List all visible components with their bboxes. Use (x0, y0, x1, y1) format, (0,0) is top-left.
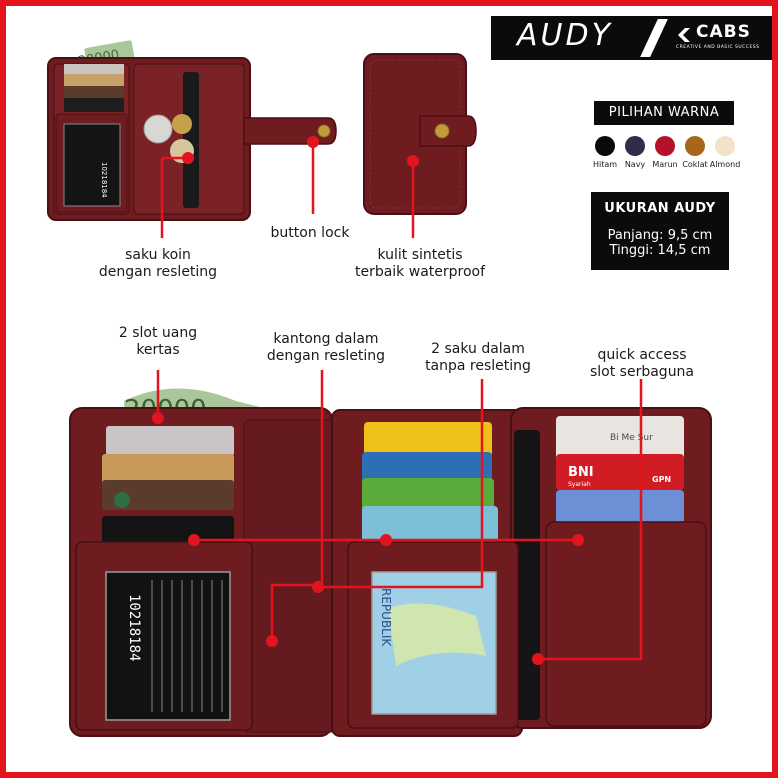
id-card-text: REPUBLIK (379, 588, 393, 647)
label-leather-line1: kulit sintetis (377, 247, 463, 263)
open-wallet-large: 20000 10218184 (69, 388, 712, 737)
label-cash-slots-line1: 2 slot uang (118, 325, 198, 341)
label-button-lock: button lock (250, 225, 370, 242)
label-leather: kulit sintetis terbaik waterproof (340, 247, 500, 281)
serial-text-small: 10218184 (100, 162, 108, 198)
bank-card-text: BNI (568, 465, 594, 480)
logo-text: CABS (696, 22, 751, 42)
label-coin-pocket: saku koin dengan resleting (68, 247, 248, 281)
label-inner-pocket-line2: dengan resleting (266, 348, 386, 364)
size-info: UKURAN AUDY Panjang: 9,5 cm Tinggi: 14,5… (591, 192, 729, 270)
swatch-marun (655, 136, 675, 156)
label-quick-access-line2: slot serbaguna (589, 364, 695, 380)
swatch-label-marun: Marun (652, 160, 678, 169)
open-wallet-small: 20000 10218184 (47, 40, 337, 221)
label-inner-pockets-line1: 2 saku dalam (431, 341, 525, 357)
logo-tagline: CREATIVE AND BASIC SUCCESS (676, 45, 760, 50)
label-cash-slots: 2 slot uang kertas (98, 325, 218, 359)
swatch-navy (625, 136, 645, 156)
gpn-text: GPN (652, 475, 671, 484)
label-cash-slots-line2: kertas (136, 342, 180, 358)
closed-wallet (363, 53, 477, 215)
dot-button-lock (307, 136, 319, 148)
label-inner-pockets-no-zip: 2 saku dalam tanpa resleting (408, 341, 548, 375)
label-inner-pockets-line2: tanpa resleting (425, 358, 531, 374)
label-coin-pocket-line1: saku koin (125, 247, 191, 263)
card-words-text: Bi Me Sur (610, 433, 653, 443)
label-coin-pocket-line2: dengan resleting (98, 264, 218, 280)
label-quick-access-line1: quick access (597, 347, 687, 363)
product-name: AUDY (517, 18, 613, 53)
dot-inner-pocket (266, 635, 278, 647)
color-options-title: PILIHAN WARNA (594, 101, 734, 125)
swatch-label-navy: Navy (624, 160, 646, 169)
bank-card-sub-text: Syariah (568, 481, 591, 488)
dot-card-right (572, 534, 584, 546)
swatch-label-coklat: Coklat (682, 160, 708, 169)
size-height: Tinggi: 14,5 cm (609, 243, 711, 258)
wallet-photos: 20000 10218184 2 (47, 40, 712, 737)
label-leather-line2: terbaik waterproof (354, 264, 486, 280)
dot-card-left (188, 534, 200, 546)
swatch-coklat (685, 136, 705, 156)
label-quick-access: quick access slot serbaguna (572, 347, 712, 381)
swatch-almond (715, 136, 735, 156)
label-button-lock-line1: button lock (270, 225, 350, 241)
cabs-logo-icon (678, 28, 690, 42)
dot-inner-pockets (312, 581, 324, 593)
swatch-label-almond: Almond (709, 160, 741, 169)
dot-cash-slots (152, 412, 164, 424)
dot-quick-access (532, 653, 544, 665)
size-length: Panjang: 9,5 cm (607, 228, 713, 243)
serial-text-large: 10218184 (126, 594, 142, 661)
dot-card-middle (380, 534, 392, 546)
swatch-hitam (595, 136, 615, 156)
label-inner-pocket-line1: kantong dalam (273, 331, 379, 347)
brand-slash (640, 19, 668, 57)
dot-leather (407, 155, 419, 167)
brand-header: AUDY CABS CREATIVE AND BASIC SUCCESS (491, 16, 772, 60)
size-title: UKURAN AUDY (604, 201, 716, 216)
swatch-label-hitam: Hitam (592, 160, 618, 169)
label-inner-pocket: kantong dalam dengan resleting (246, 331, 406, 365)
